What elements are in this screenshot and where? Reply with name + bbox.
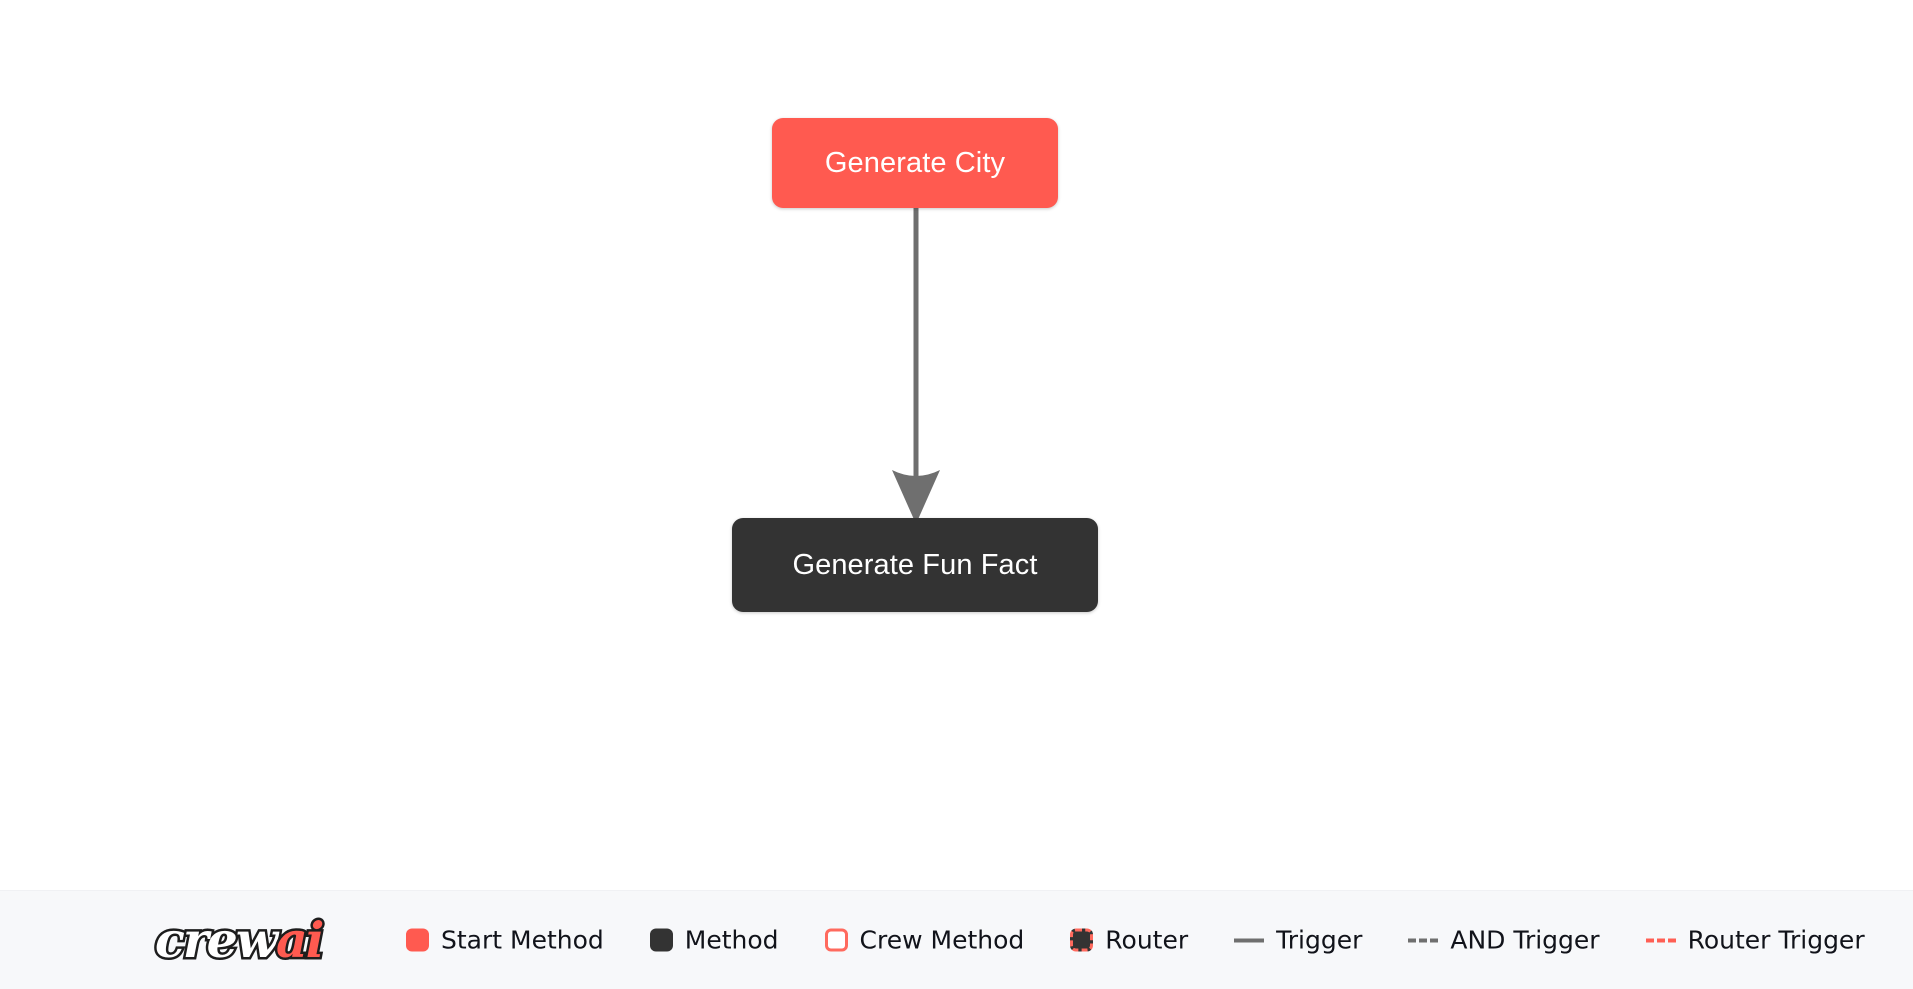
legend-label-trigger: Trigger xyxy=(1276,925,1363,955)
legend-item-crew-method: Crew Method xyxy=(824,925,1025,955)
trigger-line-icon xyxy=(1234,938,1265,942)
crewai-logo-crew-text: crew xyxy=(152,910,280,969)
legend-label-method: Method xyxy=(684,925,779,955)
edge-generate-city-to-generate-fun-fact xyxy=(892,208,940,524)
legend-item-router: Router xyxy=(1070,926,1188,955)
router-swatch-icon xyxy=(1070,928,1094,952)
node-generate-city-label: Generate City xyxy=(824,146,1006,179)
method-swatch-icon xyxy=(649,928,673,952)
legend-item-and-trigger: AND Trigger xyxy=(1408,925,1600,955)
start-method-swatch-icon xyxy=(406,928,429,952)
legend-item-start-method: Start Method xyxy=(406,926,604,955)
legend-items: Start Method Method Crew Method Router T… xyxy=(406,926,1865,955)
node-generate-city[interactable]: Generate City xyxy=(772,118,1058,208)
crewai-logo-ai-text: ai xyxy=(273,910,326,969)
flow-canvas[interactable]: Generate City Generate Fun Fact xyxy=(0,0,1913,890)
legend-label-start-method: Start Method xyxy=(441,925,604,955)
node-generate-fun-fact[interactable]: Generate Fun Fact xyxy=(732,518,1098,612)
legend-item-method: Method xyxy=(649,925,779,955)
legend-label-and-trigger: AND Trigger xyxy=(1450,925,1600,955)
legend-label-router: Router xyxy=(1105,925,1189,955)
node-generate-fun-fact-label: Generate Fun Fact xyxy=(792,548,1038,581)
crew-method-swatch-icon xyxy=(824,928,848,952)
legend-item-trigger: Trigger xyxy=(1234,926,1362,955)
legend-label-crew-method: Crew Method xyxy=(859,925,1025,955)
router-trigger-line-icon xyxy=(1645,938,1676,942)
and-trigger-line-icon xyxy=(1408,938,1439,942)
legend-item-router-trigger: Router Trigger xyxy=(1645,925,1865,955)
legend-label-router-trigger: Router Trigger xyxy=(1687,925,1865,955)
